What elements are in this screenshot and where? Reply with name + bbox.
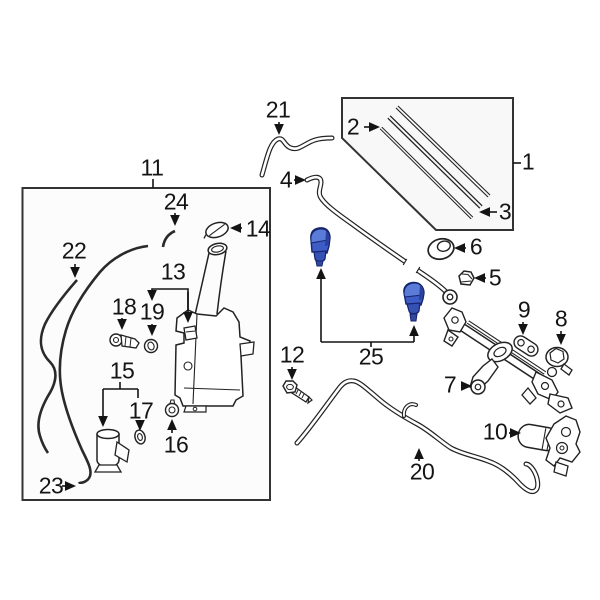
callout-8: 8	[554, 305, 568, 332]
linkage-cap-nut	[545, 346, 573, 376]
washer-hose-reservoir	[58, 244, 149, 485]
callout-23: 23	[38, 472, 64, 499]
pump-grommet	[143, 338, 159, 354]
callout-2: 2	[346, 113, 360, 140]
callout-9: 9	[517, 296, 531, 323]
callout-7: 7	[443, 371, 457, 398]
linkage-link-plate	[513, 335, 539, 357]
washer-hose-elbow	[161, 229, 176, 248]
reservoir-grommet	[164, 399, 180, 418]
wiper-linkage	[443, 307, 573, 414]
wiper-blade-group-box	[341, 97, 521, 231]
callout-21: 21	[265, 96, 291, 123]
callout-15: 15	[109, 357, 135, 384]
callout-12: 12	[279, 341, 305, 368]
callout-17: 17	[128, 397, 154, 424]
pivot-grommet	[427, 237, 455, 261]
mounting-bolt	[282, 380, 313, 405]
callout-5: 5	[488, 264, 502, 291]
washer-nozzle-highlighted-right	[403, 281, 425, 322]
callout-arrows	[62, 122, 566, 491]
callout-22: 22	[61, 237, 87, 264]
wiper-motor	[517, 415, 581, 477]
callout-19: 19	[139, 298, 165, 325]
callout-13: 13	[160, 258, 186, 285]
pivot-nut	[458, 270, 475, 286]
callout-24: 24	[163, 188, 189, 215]
callout-10: 10	[482, 418, 508, 445]
callout-11: 11	[140, 154, 164, 181]
callout-6: 6	[469, 233, 483, 260]
callout-4: 4	[279, 166, 293, 193]
callout-16: 16	[163, 431, 189, 458]
washer-pump	[93, 428, 130, 473]
callout-20: 20	[409, 458, 435, 485]
washer-nozzle-highlighted-left	[310, 227, 331, 267]
callout-14: 14	[245, 215, 271, 242]
wiper-blade-strips	[379, 105, 491, 220]
callout-25: 25	[358, 343, 384, 370]
washer-reservoir-tank	[174, 242, 255, 413]
callout-3: 3	[498, 198, 512, 225]
callout-1: 1	[521, 148, 535, 175]
pump-connector	[109, 333, 140, 349]
washer-hose-long	[294, 378, 541, 495]
reservoir-cap	[203, 221, 229, 239]
washer-hose-short	[259, 135, 335, 178]
washer-hose-left	[37, 279, 78, 454]
callout-18: 18	[111, 293, 137, 320]
wiper-arm	[304, 174, 458, 305]
